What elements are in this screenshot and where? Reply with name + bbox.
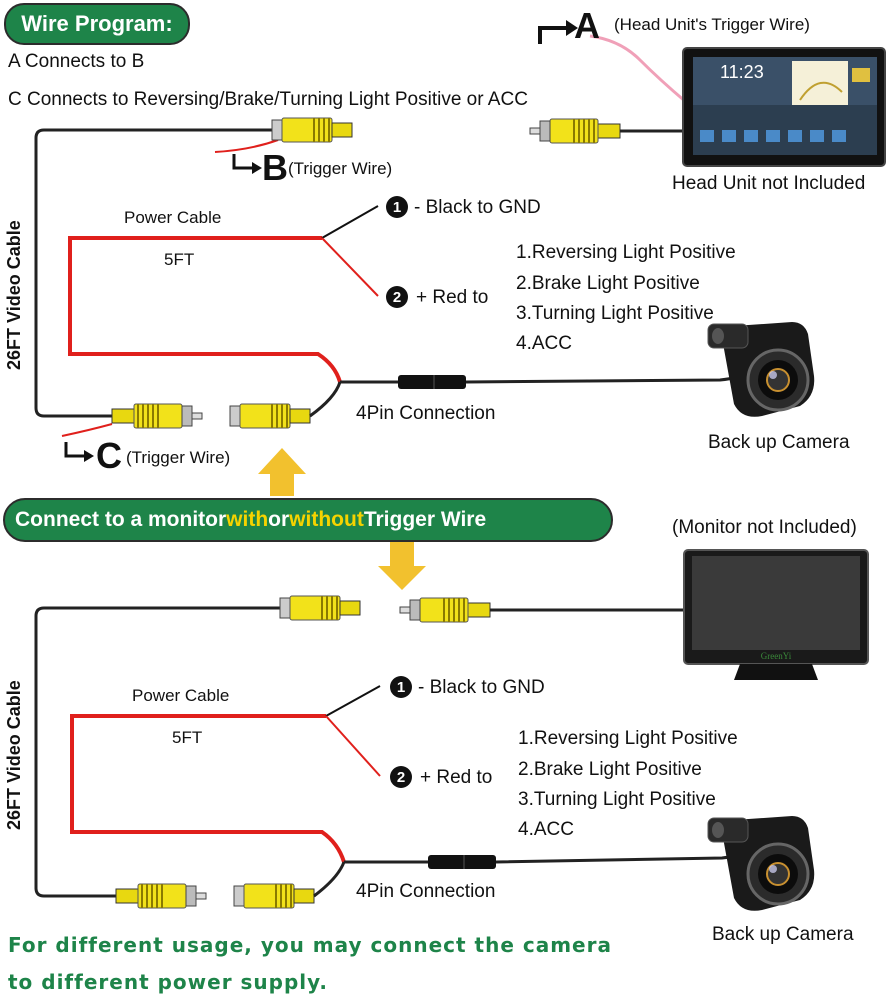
monitor-brand-label: GreenYi (761, 651, 792, 661)
banner-with: with (226, 508, 269, 531)
top-rca-camera-connector (229, 403, 311, 429)
top-badge-1: 1 (386, 196, 408, 218)
bottom-badge-1: 1 (390, 676, 412, 698)
top-option-3: 3.Turning Light Positive (516, 303, 714, 324)
head-unit-clock: 11:23 (720, 62, 764, 82)
footer-line-2: to different power supply. (8, 970, 328, 994)
top-c-trigger-wire (61, 423, 113, 437)
bottom-rca-c (115, 883, 207, 909)
banner-text-3: Trigger Wire (363, 508, 487, 531)
wire-program-title: Wire Program: (4, 3, 190, 45)
top-rca-c-connector (111, 403, 203, 429)
footer-line-1: For different usage, you may connect the… (8, 933, 612, 957)
instruction-c: C Connects to Reversing/Brake/Turning Li… (8, 89, 528, 110)
bottom-power-cable-label: Power Cable (132, 686, 230, 705)
arrow-down-icon (378, 542, 426, 590)
bottom-rca-camera (233, 883, 315, 909)
top-power-cable-red (68, 236, 342, 383)
top-video-cable (34, 128, 272, 418)
banner-text-1: Connect to a monitor (15, 508, 227, 531)
a-caption: (Head Unit's Trigger Wire) (614, 15, 810, 34)
top-black-gnd: - Black to GND (414, 197, 541, 218)
monitor-icon: GreenYi (683, 549, 869, 680)
b-caption: (Trigger Wire) (288, 159, 393, 178)
top-badge-2: 2 (386, 286, 408, 308)
top-b-trigger-wire (214, 139, 279, 153)
top-red-to: + Red to (416, 287, 489, 308)
instruction-a-to-b: A Connects to B (8, 51, 145, 72)
bottom-red-to: + Red to (420, 767, 493, 788)
bottom-4pin-label: 4Pin Connection (356, 881, 496, 902)
top-camera-icon (706, 320, 816, 419)
bottom-option-3: 3.Turning Light Positive (518, 789, 716, 810)
top-power-cable-label: Power Cable (124, 208, 222, 227)
top-option-4: 4.ACC (516, 333, 572, 354)
connection-banner: Connect to a monitor with or without Tri… (3, 498, 613, 542)
top-4pin-label: 4Pin Connection (356, 403, 496, 424)
c-caption: (Trigger Wire) (126, 448, 231, 467)
bottom-power-length: 5FT (172, 728, 203, 747)
label-c: C (96, 435, 122, 476)
bottom-camera-caption: Back up Camera (712, 924, 854, 945)
bottom-black-gnd: - Black to GND (418, 677, 545, 698)
banner-text-2: or (268, 508, 290, 531)
head-unit-caption: Head Unit not Included (672, 173, 866, 194)
bottom-camera-icon (706, 814, 816, 913)
bottom-badge-2: 2 (390, 766, 412, 788)
bottom-option-1: 1.Reversing Light Positive (518, 728, 738, 749)
arrow-a-icon (538, 26, 566, 44)
top-option-2: 2.Brake Light Positive (516, 273, 700, 294)
banner-without: without (289, 508, 364, 531)
top-a-trigger-wire (589, 34, 687, 104)
bottom-4pin-connector (428, 855, 496, 869)
top-4pin-connector (398, 375, 466, 389)
top-power-length: 5FT (164, 250, 195, 269)
bottom-option-2: 2.Brake Light Positive (518, 759, 702, 780)
label-b: B (262, 147, 288, 188)
arrow-b-icon (232, 154, 252, 170)
bottom-rca-monitor (399, 597, 491, 623)
bottom-rca-left (279, 595, 361, 621)
top-rca-head-unit (529, 118, 621, 144)
bottom-power-cable-red (70, 714, 346, 863)
top-option-1: 1.Reversing Light Positive (516, 242, 736, 263)
top-camera-caption: Back up Camera (708, 432, 850, 453)
bottom-video-cable (34, 606, 282, 898)
monitor-caption: (Monitor not Included) (672, 517, 857, 538)
label-a: A (574, 5, 600, 46)
arrow-up-icon (258, 448, 306, 496)
top-video-cable-label: 26FT Video Cable (4, 220, 24, 370)
top-rca-b-connector (271, 117, 353, 143)
head-unit-icon: 11:23 (682, 47, 886, 167)
arrow-c-icon (64, 442, 84, 458)
bottom-option-4: 4.ACC (518, 819, 574, 840)
bottom-video-cable-label: 26FT Video Cable (4, 680, 24, 830)
